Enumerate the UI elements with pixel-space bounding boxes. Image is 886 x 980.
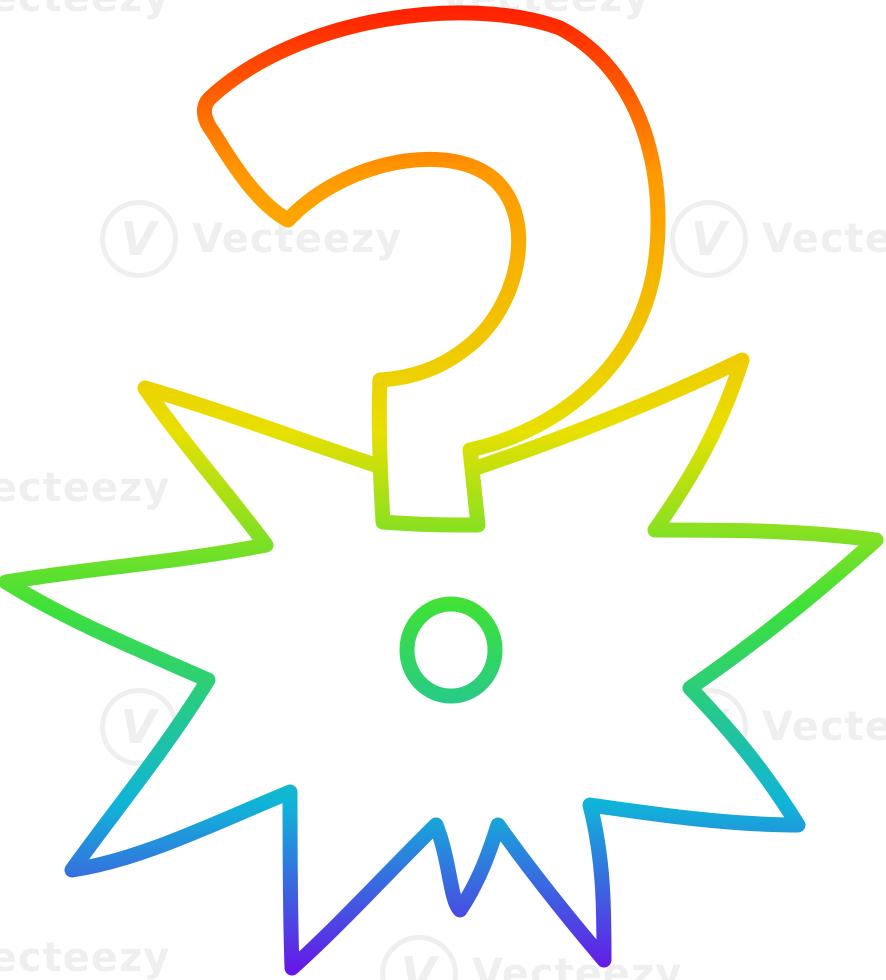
- question-mark-hook: [196, 5, 666, 533]
- question-mark-dot: [399, 596, 503, 704]
